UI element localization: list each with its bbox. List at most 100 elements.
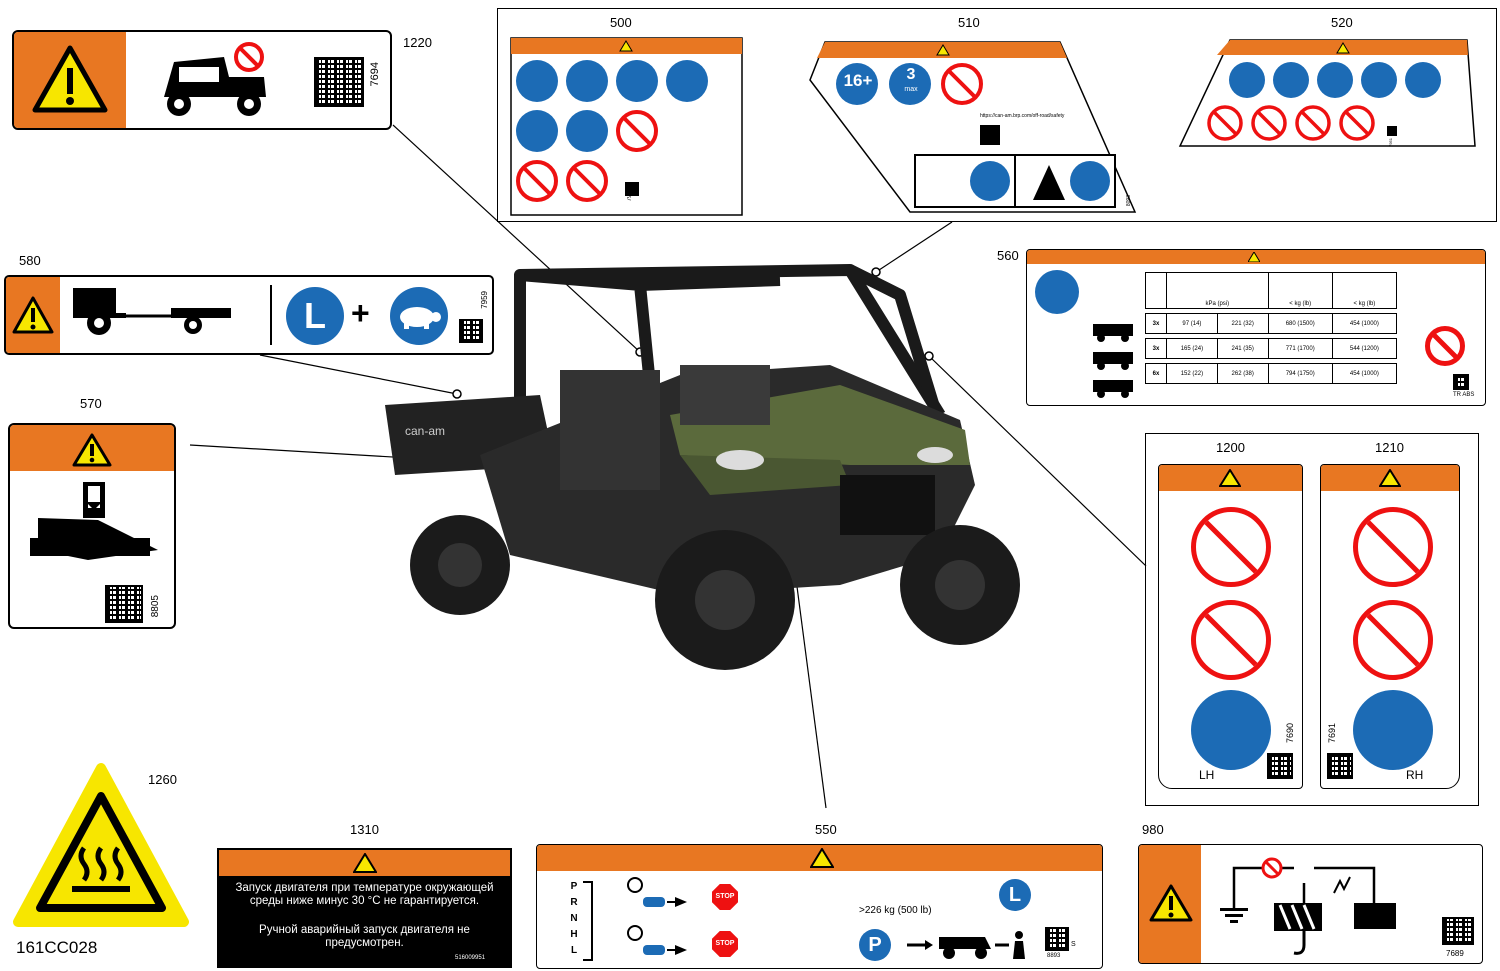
- no-unbuckled-icon: [1191, 600, 1271, 680]
- ref-1210: 1210: [1375, 440, 1404, 455]
- no-passenger-icon: [1425, 326, 1465, 366]
- decal-1200: LH 7690: [1158, 464, 1303, 789]
- datamatrix-code: [1045, 927, 1069, 951]
- warning-triangle-icon: [810, 848, 834, 868]
- datamatrix-code: [314, 57, 364, 107]
- warning-triangle-icon: [72, 433, 112, 467]
- part-code: 8893: [1047, 953, 1061, 959]
- use-net-icon: [1191, 690, 1271, 770]
- header-tire-pressure: kPa (psi): [1166, 272, 1269, 309]
- ref-560: 560: [997, 248, 1019, 263]
- warning-header: [1159, 465, 1302, 491]
- plus-sign: +: [351, 295, 370, 331]
- header-person-icon: [1145, 272, 1167, 309]
- part-code: 516009951: [455, 955, 486, 961]
- load-limit-text: >226 kg (500 lb): [859, 905, 932, 916]
- part-code: 7691: [1327, 723, 1337, 744]
- use-net-icon: [1353, 690, 1433, 770]
- crush-hand-icon: [30, 482, 158, 560]
- datamatrix-code: [1453, 374, 1469, 390]
- turtle-slow-icon: [390, 287, 448, 345]
- part-code-suffix: TR ABS: [1453, 392, 1475, 398]
- warning-header: [10, 425, 174, 471]
- low-range-l-icon: L: [286, 287, 344, 345]
- winch-ground-battery-icon: [1220, 857, 1396, 955]
- table-row: 6x 152 (22) 262 (38) 794 (1750) 454 (100…: [1145, 363, 1398, 384]
- stop-sign-icon: STOP: [712, 884, 738, 910]
- ref-1310: 1310: [350, 822, 379, 837]
- tire-pressure-load-table: kPa (psi) < kg (lb) < kg (lb) 3x 97 (14)…: [1145, 272, 1398, 384]
- datamatrix-code: [1267, 753, 1293, 779]
- warning-triangle-icon: [1379, 469, 1401, 487]
- warning-triangle-icon: [1219, 469, 1241, 487]
- warning-panel: [6, 277, 60, 353]
- park-p-icon: P: [859, 929, 891, 961]
- decal-580: L + 7959: [4, 275, 494, 355]
- warning-triangle-icon: [32, 45, 108, 113]
- ref-520: 520: [1331, 15, 1353, 30]
- part-code: 7689: [1446, 949, 1464, 958]
- gear-pattern: P R N H L: [570, 881, 578, 956]
- warning-panel: [14, 32, 126, 128]
- decal-980: 7689: [1138, 844, 1483, 964]
- no-arm-out-icon: [1353, 507, 1433, 587]
- low-range-l-icon: L: [999, 879, 1031, 911]
- manual-start-warning-text: Ручной аварийный запуск двигателя не пре…: [259, 924, 470, 949]
- label-group-frame-seatbelt: [1145, 433, 1479, 806]
- ref-980: 980: [1142, 822, 1164, 837]
- max-word-text: max: [904, 86, 918, 93]
- divider: [270, 285, 272, 345]
- safety-url-text: https://can-am.brp.com/off-road/safety: [980, 113, 1065, 119]
- warning-panel: [1139, 845, 1201, 963]
- header-tow-limit: < kg (lb): [1331, 272, 1398, 309]
- decal-560: kPa (psi) < kg (lb) < kg (lb) 3x 97 (14)…: [1026, 249, 1486, 406]
- header-load-limit: < kg (lb): [1267, 272, 1333, 309]
- side-label: LH: [1199, 768, 1215, 782]
- svg-text:can-am: can-am: [405, 424, 445, 438]
- ref-500: 500: [610, 15, 632, 30]
- table-row: 3x 97 (14) 221 (32) 680 (1500) 454 (1000…: [1145, 313, 1398, 334]
- warning-triangle-icon: [1248, 252, 1260, 262]
- towing-trailer-icon: [73, 288, 231, 335]
- warning-header: [219, 850, 510, 876]
- decal-500: [510, 37, 743, 216]
- vehicle-no-rider-icon: [164, 42, 266, 116]
- part-code-suffix: S: [1071, 941, 1076, 948]
- ref-1260: 1260: [148, 772, 177, 787]
- warning-header: [1027, 250, 1485, 264]
- read-manual-icon: [1035, 270, 1079, 314]
- part-code: 7959: [480, 291, 489, 309]
- hot-surface-warning-icon: [13, 763, 189, 927]
- datamatrix-code: [105, 585, 143, 623]
- warning-header: [1321, 465, 1459, 491]
- ref-510: 510: [958, 15, 980, 30]
- figure-id: 161CC028: [16, 938, 98, 957]
- part-code: 7690: [1285, 723, 1295, 744]
- age-16-plus-text: 16+: [843, 71, 873, 90]
- ref-1200: 1200: [1216, 440, 1245, 455]
- datamatrix-code: [1327, 753, 1353, 779]
- warning-triangle-icon: [353, 853, 377, 873]
- warning-triangle-icon: [1149, 884, 1193, 922]
- no-unbuckled-icon: [1353, 600, 1433, 680]
- decal-510: [809, 41, 1137, 213]
- utv-vehicle-illustration: can-am: [385, 264, 1020, 670]
- no-arm-out-icon: [1191, 507, 1271, 587]
- datamatrix-code: [1442, 917, 1474, 945]
- ref-580: 580: [19, 253, 41, 268]
- table-row: 3x 165 (24) 241 (35) 771 (1700) 544 (120…: [1145, 338, 1398, 359]
- gear-gate: [583, 881, 593, 961]
- decal-1220: 7694: [12, 30, 392, 130]
- max-riders-text: 3: [906, 66, 916, 83]
- brake-pedal-icons: [627, 877, 687, 955]
- side-label: RH: [1406, 768, 1424, 782]
- part-code: 8805: [150, 595, 161, 618]
- stop-sign-icon: STOP: [712, 931, 738, 957]
- decal-570: 8805: [8, 423, 176, 629]
- part-code-510: 8093: [1126, 195, 1132, 207]
- ref-570: 570: [80, 396, 102, 411]
- decal-520: [1178, 39, 1476, 147]
- cold-start-warning-text: Запуск двигателя при температуре окружаю…: [235, 882, 494, 907]
- part-code-520: 7951: [1388, 138, 1393, 147]
- part-code: 7694: [369, 62, 381, 87]
